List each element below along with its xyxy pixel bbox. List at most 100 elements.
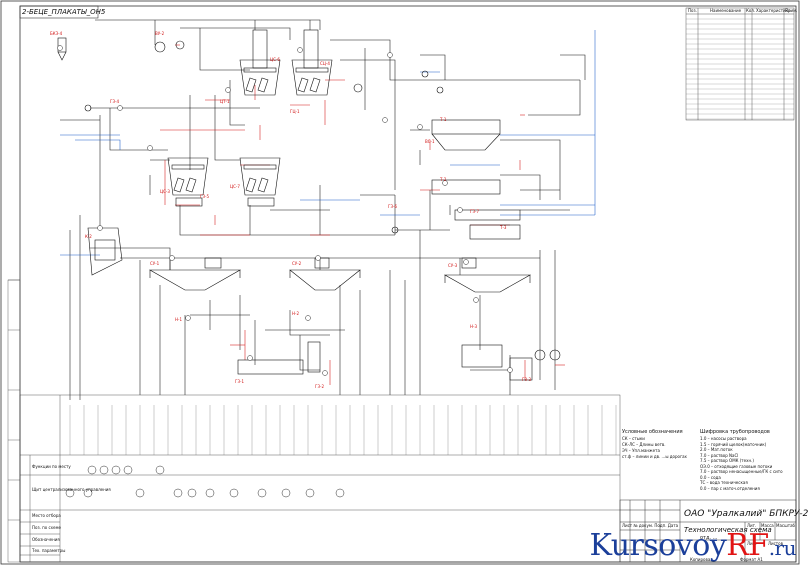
- pipe-legend-item: 7.0 – раствор NaCl: [700, 452, 739, 458]
- instrument-bubble: [507, 367, 513, 373]
- local-instrument-bubble: [155, 465, 165, 475]
- pipe-legend-title: Шифровка трубопроводов: [700, 429, 770, 435]
- instrument-bubble: [97, 225, 103, 231]
- equipment-label: ГЗ-2: [315, 384, 324, 389]
- legend-title: Условные обозначения: [622, 429, 683, 435]
- equipment-label: ЦС-6: [270, 57, 280, 62]
- instrument-bubble: [463, 259, 469, 265]
- panel-instrument-bubble: [65, 488, 75, 498]
- equipment-label: Т-1: [440, 117, 447, 122]
- copied-label: Копировал: [690, 557, 713, 562]
- company-name: ОАО "Уралкалий" БПКРУ-2: [684, 509, 808, 519]
- instrument-bubble: [225, 87, 231, 93]
- instrument-bubble: [297, 47, 303, 53]
- instrument-bubble: [473, 297, 479, 303]
- local-instrument-bubble: [99, 465, 109, 475]
- pipe-legend-item: 0.0 – сода: [700, 474, 721, 480]
- equipment-label: ГЗ-6: [388, 204, 397, 209]
- instrument-bubble: [322, 370, 328, 376]
- instrument-bubble: [247, 355, 253, 361]
- equipment-label: ЦТ-1: [220, 99, 230, 104]
- panel-instrument-bubble: [135, 488, 145, 498]
- watermark-part1: Kursovoy: [589, 528, 727, 563]
- legend-item: СК – стыки: [622, 436, 645, 441]
- format-label: Формат А1: [740, 557, 763, 562]
- row-label-selection: Место отбора: [32, 513, 61, 518]
- pipe-legend-item: 1.5 – горячий щелок(маточник): [700, 441, 767, 447]
- spec-header-qty: Кол.: [746, 8, 756, 13]
- equipment-label: ГЗ-5: [200, 194, 209, 199]
- instrument-bubble: [457, 207, 463, 213]
- equipment: [57, 29, 561, 381]
- inner-frame: [19, 5, 797, 563]
- row-label-params: Тех. параметры: [32, 548, 66, 553]
- instrument-bubble: [382, 117, 388, 123]
- equipment-label: ГЗ-4: [110, 99, 119, 104]
- panel-instrument-bubble: [83, 488, 93, 498]
- spec-header-note: Прим.: [785, 8, 798, 13]
- instrument-bubble: [417, 124, 423, 130]
- instrument-bubbles: [57, 45, 513, 376]
- row-label-central: Щит централизованного управления: [32, 487, 111, 492]
- sheet-label: Лист: [747, 541, 758, 546]
- local-instrument-bubble: [87, 465, 97, 475]
- process-lines: [60, 19, 586, 400]
- pipe-legend-item: ОЭ.0 – отходящие газовые потоки: [700, 463, 773, 469]
- spec-header-char: Характеристика: [756, 8, 791, 13]
- local-instrument-bubble: [123, 465, 133, 475]
- mass-label: Масса: [761, 523, 774, 528]
- pipe-legend-item: ТС – вода техническая: [700, 480, 748, 485]
- pipe-legend-item: 1.0 – насосы раствора: [700, 436, 747, 441]
- scheme-subtitle: отд. ...: [700, 535, 718, 541]
- drawing-stamp-label: 2-БЕЦЕ_ПЛАКАТЫ_ОН5: [22, 8, 106, 16]
- equipment-label: Н-3: [470, 324, 477, 329]
- instrument-bubble: [315, 255, 321, 261]
- spec-header-name: Наименование: [710, 8, 742, 13]
- equipment-label: БКЗ-4: [50, 31, 63, 36]
- instrument-bubble: [169, 255, 175, 261]
- equipment-label: ВУ-2: [155, 31, 165, 36]
- equipment-label: Т-2: [440, 177, 447, 182]
- panel-instrument-bubble: [257, 488, 267, 498]
- panel-instrument-bubble: [173, 488, 183, 498]
- watermark-part3: .ru: [768, 536, 797, 560]
- scale-label: Масштаб: [776, 523, 796, 528]
- equipment-label: СУ-1: [150, 261, 160, 266]
- instrument-bubble: [147, 145, 153, 151]
- binding-strip: [7, 279, 21, 563]
- scheme-title: Технологическая схема: [684, 526, 772, 534]
- equipment-label: ГЗ-1: [235, 379, 244, 384]
- row-label-local: Функции по месту: [32, 464, 71, 469]
- blue-process-lines: [60, 30, 596, 256]
- pipe-legend-item: 0.0 – пар с маточ.отделения: [700, 485, 760, 491]
- equipment-label: СУ-2: [292, 261, 302, 266]
- panel-instrument-bubble: [305, 488, 315, 498]
- panel-instrument-bubble: [281, 488, 291, 498]
- equipment-label: К-2: [85, 234, 92, 239]
- automation-bubbles: [65, 465, 345, 498]
- equipment-label: СЦ-4: [320, 61, 330, 66]
- equipment-label: ГЗ-7: [470, 209, 479, 214]
- watermark-part2: RF: [726, 528, 769, 563]
- instrument-bubble: [442, 180, 448, 186]
- row-label-pos: Поз. по схеме: [32, 525, 61, 530]
- pipe-legend-item: 7.0 – раствор ненасыщенные/ГК с сито: [700, 469, 783, 474]
- equipment-label: Н-2: [292, 311, 299, 316]
- equipment-label: ВС-1: [425, 139, 435, 144]
- panel-instrument-bubble: [187, 488, 197, 498]
- spec-table-rows: [686, 18, 794, 120]
- instrument-bubble: [185, 315, 191, 321]
- row-label-designation: Обозначения: [32, 537, 60, 542]
- spec-header-pos: Поз.: [688, 8, 697, 13]
- instrument-bubble: [117, 105, 123, 111]
- title-block: [619, 499, 797, 563]
- automation-table-columns: [69, 405, 617, 455]
- legend-item: ЭЧ – Упл.манжета: [622, 448, 660, 453]
- equipment-label: Н-1: [175, 317, 182, 322]
- legend-item: СК-ЛС – Длины ветв.: [622, 442, 666, 447]
- watermark: KursovoyRF.ru: [589, 528, 796, 563]
- pipe-legend-item: 2.0 – Мат.поток: [700, 447, 733, 452]
- sheets-label: Листов: [768, 541, 783, 546]
